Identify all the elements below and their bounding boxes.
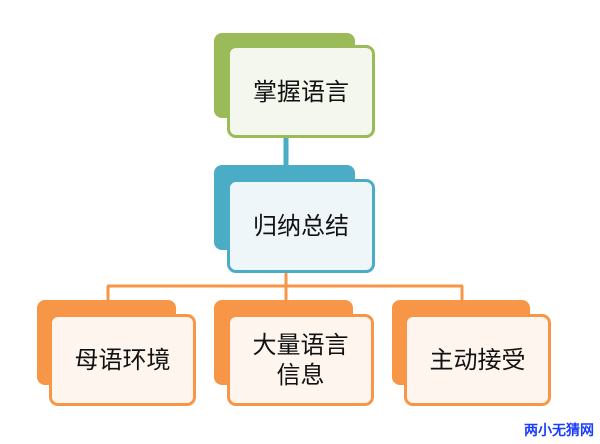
top-node-label: 掌握语言 [253,77,349,106]
middle-node-label: 归纳总结 [253,212,349,240]
bottom-node-2-label: 大量语言信息 [252,331,349,389]
middle-node: 归纳总结 [227,179,375,273]
top-node: 掌握语言 [227,45,375,138]
bottom-node-1-label: 母语环境 [74,346,171,374]
bottom-node-3: 主动接受 [404,314,551,406]
watermark: 两小无猜网 [524,423,594,439]
bottom-node-2: 大量语言信息 [227,314,374,406]
bottom-node-1: 母语环境 [49,314,196,406]
bottom-node-3-label: 主动接受 [429,346,526,374]
